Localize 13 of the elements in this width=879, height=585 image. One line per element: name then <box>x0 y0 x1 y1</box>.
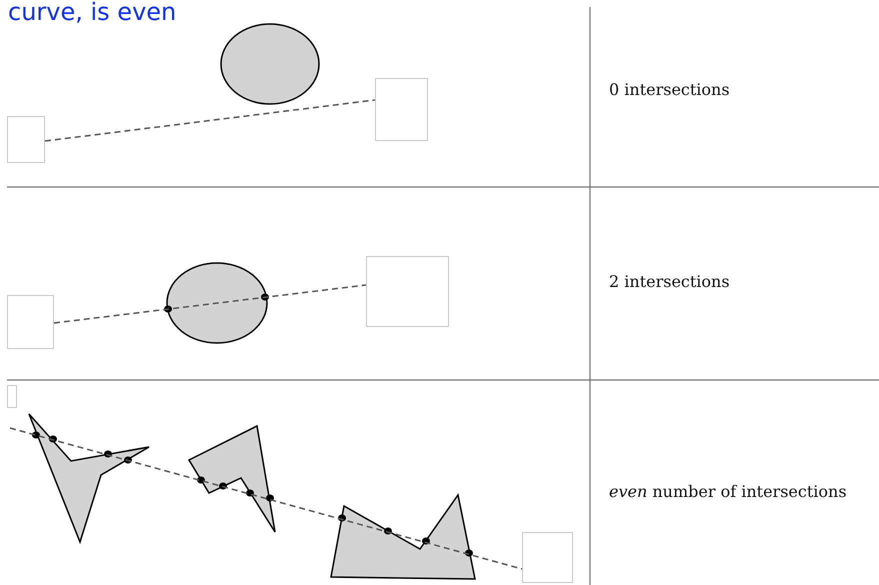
empty-box <box>7 116 45 163</box>
row-description: 2 intersections <box>609 272 730 291</box>
dashed-line <box>10 427 522 570</box>
dashed-line <box>54 284 366 324</box>
empty-box <box>366 256 449 327</box>
empty-box <box>375 78 428 141</box>
row-description: 0 intersections <box>609 80 730 99</box>
empty-box <box>7 385 17 408</box>
dashed-line <box>44 99 376 142</box>
row-description: even number of intersections <box>609 482 847 501</box>
empty-box <box>7 295 54 349</box>
empty-box <box>522 532 573 583</box>
title: curve, is even <box>8 0 176 26</box>
